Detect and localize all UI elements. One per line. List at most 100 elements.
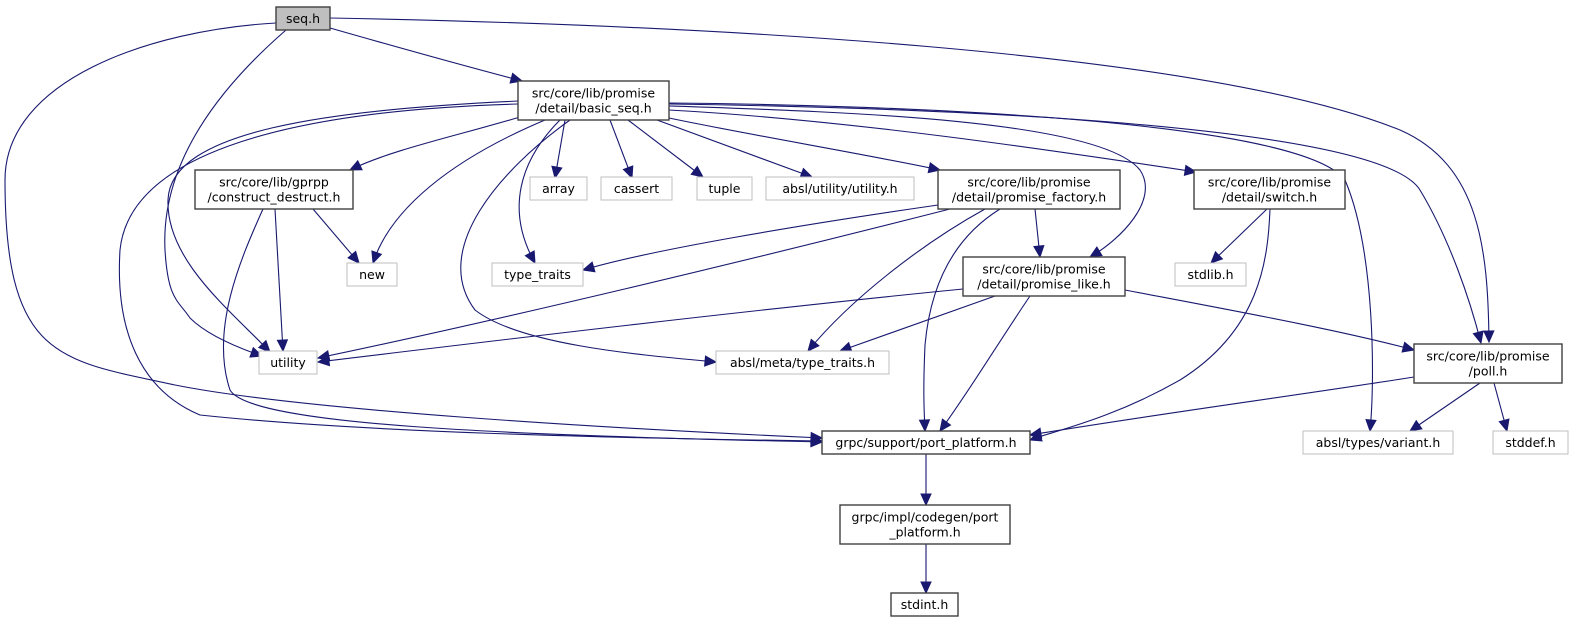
node-tuple: tuple — [696, 176, 753, 201]
node-seq[interactable]: seq.h — [275, 6, 331, 31]
node-stdlib: stdlib.h — [1174, 262, 1247, 287]
node-box — [696, 176, 753, 201]
edge-line — [349, 116, 521, 171]
node-construct-destruct[interactable]: src/core/lib/gprpp/construct_destruct.h — [194, 169, 354, 210]
node-box — [346, 262, 398, 287]
node-stddef: stddef.h — [1492, 430, 1569, 455]
node-label: src/core/lib/promise — [1426, 349, 1549, 364]
node-label: utility — [270, 355, 306, 370]
arrowhead-icon — [1028, 427, 1043, 439]
arrowhead-icon — [1472, 330, 1484, 345]
node-box — [839, 504, 1011, 545]
edge-basic-seq-to-absl-utility — [656, 119, 814, 179]
node-box — [765, 176, 915, 201]
edge-codegen-port-platform-to-stdint — [920, 544, 932, 595]
arrowhead-icon — [348, 159, 363, 171]
node-label: src/core/lib/promise — [982, 262, 1105, 277]
node-label: absl/utility/utility.h — [782, 181, 897, 196]
node-label: cassert — [614, 181, 659, 196]
edge-construct-destruct-to-new — [312, 208, 360, 264]
arrowhead-icon — [690, 165, 704, 178]
edge-basic-seq-to-type-traits — [518, 119, 561, 265]
edge-basic-seq-to-new — [371, 119, 546, 265]
node-label: /detail/switch.h — [1222, 190, 1317, 205]
node-box — [194, 169, 354, 210]
edge-basic-seq-to-cassert — [609, 119, 634, 180]
arrowhead-icon — [799, 167, 814, 179]
node-port-platform[interactable]: grpc/support/port_platform.h — [821, 430, 1031, 455]
edge-line — [317, 208, 951, 359]
node-label: stdint.h — [901, 597, 949, 612]
arrowhead-icon — [524, 250, 536, 265]
node-label: absl/meta/type_traits.h — [730, 355, 875, 370]
edge-basic-seq-to-absl-meta — [460, 119, 718, 367]
node-switch[interactable]: src/core/lib/promise/detail/switch.h — [1193, 169, 1346, 210]
node-label: grpc/impl/codegen/port — [852, 510, 999, 525]
edge-promise-factory-to-type-traits — [581, 204, 939, 273]
node-box — [715, 350, 890, 375]
node-box — [600, 176, 673, 201]
edge-line — [118, 103, 823, 442]
edge-line — [1210, 208, 1268, 264]
arrowhead-icon — [347, 250, 360, 264]
arrowhead-icon — [927, 161, 942, 174]
node-box — [821, 430, 1031, 455]
node-label: new — [359, 267, 385, 282]
node-promise-factory[interactable]: src/core/lib/promise/detail/promise_fact… — [937, 169, 1121, 210]
edge-seq-to-basic-seq — [329, 27, 524, 84]
arrowhead-icon — [551, 165, 563, 180]
edge-line — [807, 208, 986, 352]
edge-port-platform-to-codegen-port-platform — [920, 454, 932, 507]
node-box — [1193, 169, 1346, 210]
edge-line — [939, 295, 1031, 432]
arrowhead-icon — [1183, 164, 1198, 177]
node-label: stddef.h — [1505, 435, 1555, 450]
node-label: array — [542, 181, 575, 196]
edge-line — [668, 103, 1482, 344]
node-utility: utility — [258, 350, 318, 375]
edge-line — [582, 204, 939, 271]
node-label: stdlib.h — [1187, 267, 1233, 282]
node-codegen-port-platform[interactable]: grpc/impl/codegen/port_platform.h — [839, 504, 1011, 545]
edge-line — [668, 117, 941, 171]
edge-promise-factory-to-absl-meta — [807, 208, 986, 352]
edge-poll-to-stddef — [1493, 382, 1510, 433]
node-box — [962, 256, 1126, 297]
edge-basic-seq-to-port-platform — [118, 103, 824, 447]
node-stdint[interactable]: stdint.h — [890, 592, 959, 617]
node-label: /construct_destruct.h — [208, 190, 341, 205]
edge-line — [312, 208, 360, 264]
node-label: /detail/promise_like.h — [977, 277, 1110, 292]
edge-basic-seq-to-array — [551, 119, 566, 180]
node-absl-meta: absl/meta/type_traits.h — [715, 350, 890, 375]
node-box — [1174, 262, 1247, 287]
node-box — [275, 6, 331, 31]
node-promise-like[interactable]: src/core/lib/promise/detail/promise_like… — [962, 256, 1126, 297]
edge-line — [167, 100, 519, 353]
arrowhead-icon — [316, 354, 331, 367]
edge-promise-like-to-port-platform — [939, 295, 1031, 432]
node-basic-seq[interactable]: src/core/lib/promise/detail/basic_seq.h — [517, 80, 670, 121]
edge-seq-to-port-platform — [4, 22, 824, 444]
edge-line — [1029, 208, 1271, 441]
edge-line — [839, 295, 996, 352]
arrowhead-icon — [704, 355, 718, 367]
edge-promise-factory-to-utility — [316, 208, 951, 362]
node-box — [258, 350, 318, 375]
node-label: /poll.h — [1469, 364, 1508, 379]
arrowhead-icon — [1033, 244, 1045, 259]
node-new: new — [346, 262, 398, 287]
edge-switch-to-stdlib — [1210, 208, 1268, 264]
node-poll[interactable]: src/core/lib/promise/poll.h — [1413, 343, 1563, 384]
arrowhead-icon — [371, 250, 383, 265]
edge-poll-to-port-platform — [1028, 376, 1415, 439]
arrowhead-icon — [939, 418, 952, 432]
node-box — [1302, 430, 1454, 455]
edge-promise-like-to-utility — [316, 288, 964, 367]
node-box — [1492, 430, 1569, 455]
edge-promise-like-to-absl-meta — [838, 295, 996, 353]
edge-line — [329, 27, 523, 82]
node-label: src/core/lib/gprpp — [219, 175, 329, 190]
node-label: _platform.h — [888, 525, 960, 540]
edge-line — [329, 17, 1490, 343]
